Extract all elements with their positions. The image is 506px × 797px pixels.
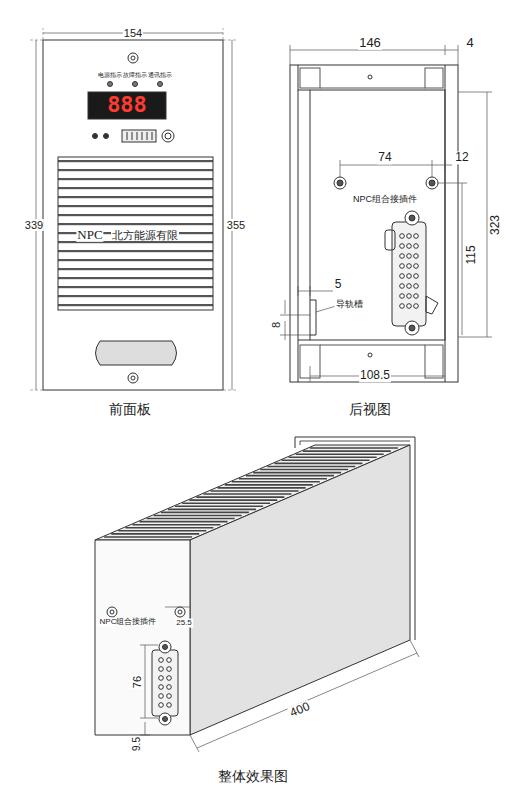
dimension-label: 323 — [489, 214, 502, 236]
dimension-label: 146 — [358, 36, 382, 50]
dimension-label: 5 — [334, 278, 343, 291]
dimension-label: 400 — [287, 700, 312, 721]
dimension-label: 电源指示 — [97, 72, 123, 78]
dimension-label: 9.5 — [131, 736, 142, 752]
dimension-label: 154 — [123, 27, 143, 39]
dimension-label: NPC组合接插件 — [352, 195, 418, 205]
dimension-label: 后视图 — [348, 402, 392, 417]
dimension-label: 25.5 — [175, 619, 193, 628]
dimension-label: 74 — [377, 151, 392, 164]
dimension-label: 4 — [465, 36, 474, 50]
dimension-label: NPC组合接插件 — [99, 618, 158, 627]
dimension-label: 355 — [226, 219, 246, 231]
display-digits: 888 — [106, 93, 148, 117]
dimension-label: 8 — [270, 321, 282, 329]
dimension-label: 108.5 — [359, 369, 391, 382]
dimension-label: 76 — [131, 675, 143, 689]
brand-logo: NPC — [76, 228, 103, 242]
dimension-label: 115 — [465, 244, 478, 265]
dimension-label: 12 — [454, 151, 469, 164]
dimension-label: 北方能源有限 — [111, 229, 179, 241]
dimension-label: 通讯指示 — [147, 72, 173, 78]
dimension-label: 故障指示 — [122, 72, 148, 78]
dimension-label: 前面板 — [108, 402, 152, 417]
dimension-label: 整体效果图 — [217, 769, 289, 784]
dimension-label: 339 — [24, 219, 44, 231]
dimension-label: 导轨槽 — [335, 300, 364, 310]
